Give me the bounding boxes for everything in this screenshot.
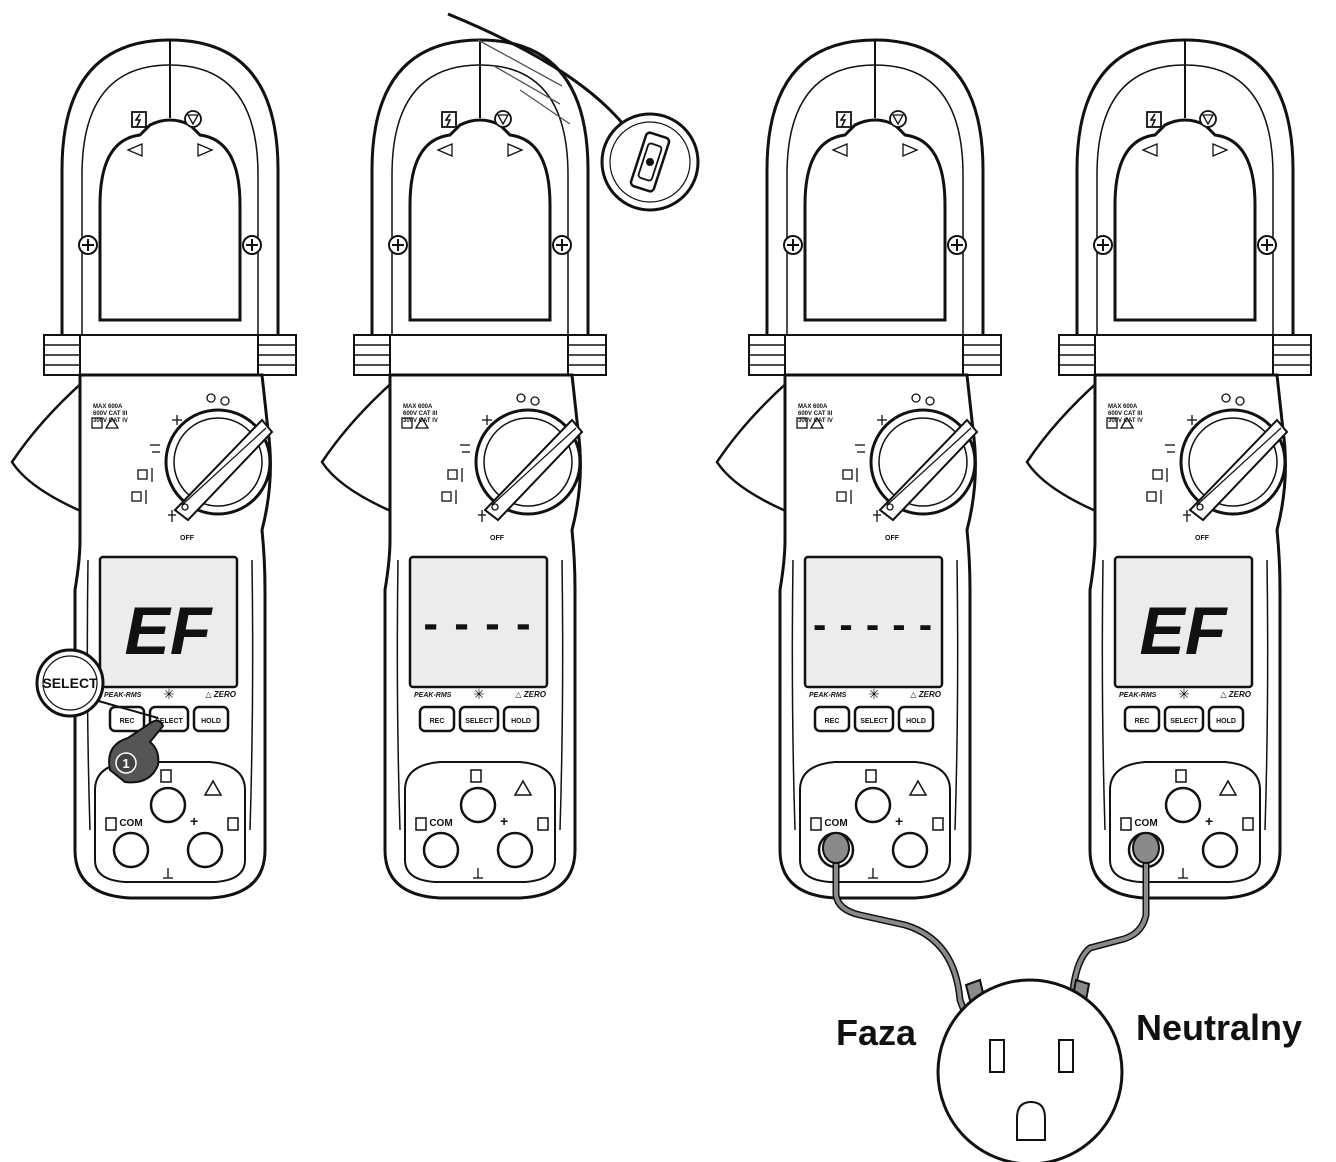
meter-3-backlight-label: ✳ bbox=[868, 686, 880, 702]
meter-4-display: EF bbox=[1140, 593, 1228, 669]
meter-2: - - - - PEAK-RMS ✳ △ ZERO REC SELECT HOL… bbox=[320, 38, 608, 900]
meter-1-off-label: OFF bbox=[180, 535, 195, 542]
neutral-label: Neutralny bbox=[1136, 1007, 1302, 1048]
meter-2-zero-label: △ ZERO bbox=[515, 690, 546, 699]
live-wire-icon bbox=[447, 12, 700, 212]
phase-label: Faza bbox=[836, 1012, 917, 1053]
meter-1-plus-label: + bbox=[190, 813, 198, 829]
meter-1-display: EF bbox=[125, 593, 213, 669]
meter-2-off-label: OFF bbox=[490, 535, 505, 542]
meter-1-backlight-label: ✳ bbox=[163, 686, 175, 702]
meter-1-zero-label: △ ZERO bbox=[205, 690, 236, 699]
meter-2-backlight-label: ✳ bbox=[473, 686, 485, 702]
meter-3-plus-label: + bbox=[895, 813, 903, 829]
meter-4: EF PEAK-RMS ✳ △ ZERO REC SELECT HOLD COM… bbox=[1025, 38, 1313, 900]
meter-1-com-label: COM bbox=[119, 818, 142, 829]
meter-4-hold-button[interactable]: HOLD bbox=[1216, 718, 1236, 725]
meter-1-rec-button[interactable]: REC bbox=[120, 718, 135, 725]
power-outlet-icon bbox=[936, 978, 1124, 1162]
meter-3-display: - - - - - bbox=[813, 603, 933, 647]
meter-4-rec-button[interactable]: REC bbox=[1135, 718, 1150, 725]
select-callout: SELECT bbox=[35, 648, 159, 719]
meter-2-plus-label: + bbox=[500, 813, 508, 829]
finger-pointer-icon: 1 bbox=[108, 719, 165, 784]
meter-3-com-label: COM bbox=[824, 818, 847, 829]
meter-3-peak-label: PEAK-RMS bbox=[809, 692, 847, 699]
meter-3-hold-button[interactable]: HOLD bbox=[906, 718, 926, 725]
meter-2-select-button[interactable]: SELECT bbox=[465, 718, 493, 725]
meter-3-select-button[interactable]: SELECT bbox=[860, 718, 888, 725]
meter-4-peak-label: PEAK-RMS bbox=[1119, 692, 1157, 699]
meter-3: - - - - - PEAK-RMS ✳ △ ZERO REC SELECT H… bbox=[715, 38, 1003, 900]
meter-4-backlight-label: ✳ bbox=[1178, 686, 1190, 702]
meter-3-rec-button[interactable]: REC bbox=[825, 718, 840, 725]
meter-4-select-button[interactable]: SELECT bbox=[1170, 718, 1198, 725]
meter-1-select-button[interactable]: SELECT bbox=[155, 718, 183, 725]
meter-4-plus-label: + bbox=[1205, 813, 1213, 829]
meter-2-hold-button[interactable]: HOLD bbox=[511, 718, 531, 725]
meter-2-rec-button[interactable]: REC bbox=[430, 718, 445, 725]
step-number: 1 bbox=[122, 756, 129, 771]
meter-4-zero-label: △ ZERO bbox=[1220, 690, 1251, 699]
meter-1-hold-button[interactable]: HOLD bbox=[201, 718, 221, 725]
meter-1: EF PEAK-RMS ✳ △ ZERO REC SELECT HOLD COM… bbox=[10, 38, 298, 900]
meter-4-com-label: COM bbox=[1134, 818, 1157, 829]
meter-2-display: - - - - bbox=[423, 599, 532, 648]
meter-2-peak-label: PEAK-RMS bbox=[414, 692, 452, 699]
meter-4-off-label: OFF bbox=[1195, 535, 1210, 542]
meter-3-zero-label: △ ZERO bbox=[910, 690, 941, 699]
meter-3-off-label: OFF bbox=[885, 535, 900, 542]
meter-2-com-label: COM bbox=[429, 818, 452, 829]
meter-1-peak-label: PEAK-RMS bbox=[104, 692, 142, 699]
select-callout-label: SELECT bbox=[42, 675, 98, 691]
